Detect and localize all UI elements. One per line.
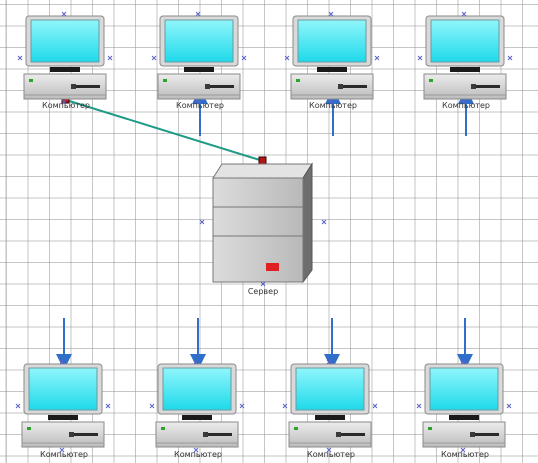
monitor-stand: [182, 415, 212, 420]
drive-slot: [475, 433, 499, 436]
monitor-screen: [297, 19, 367, 63]
computer-label-bottom-2: Компьютер: [174, 450, 222, 459]
monitor-stand: [450, 67, 480, 72]
selection-marker[interactable]: [17, 55, 23, 61]
monitor-screen: [430, 19, 500, 63]
power-led: [29, 79, 33, 82]
connector-line[interactable]: [65, 99, 264, 162]
selection-marker[interactable]: [284, 55, 290, 61]
monitor-screen: [295, 367, 365, 411]
server-selection-markers[interactable]: [199, 219, 327, 287]
drive-slot: [208, 433, 232, 436]
drive-slot: [476, 85, 500, 88]
selection-marker[interactable]: [326, 359, 332, 365]
computer-node-top-3[interactable]: [284, 11, 380, 105]
drive-slot: [341, 433, 365, 436]
drive-slot: [74, 433, 98, 436]
drive-button: [338, 84, 343, 89]
computer-node-bottom-2[interactable]: [149, 359, 245, 453]
power-led: [428, 427, 432, 430]
power-led: [429, 79, 433, 82]
power-led: [163, 79, 167, 82]
selection-marker[interactable]: [506, 403, 512, 409]
selection-marker[interactable]: [328, 99, 334, 105]
computer-label-bottom-4: Компьютер: [441, 450, 489, 459]
computer-node-bottom-3[interactable]: [282, 359, 378, 453]
monitor-screen: [30, 19, 100, 63]
selection-marker[interactable]: [107, 55, 113, 61]
selection-marker[interactable]: [417, 55, 423, 61]
computer-label-top-1: Компьютер: [42, 101, 90, 110]
selection-marker[interactable]: [460, 447, 466, 453]
drive-slot: [210, 85, 234, 88]
monitor-stand: [449, 415, 479, 420]
selection-marker[interactable]: [61, 99, 67, 105]
monitor-stand: [50, 67, 80, 72]
drive-button: [336, 432, 341, 437]
monitor-screen: [162, 367, 232, 411]
monitor-screen: [28, 367, 98, 411]
server-indicator-led: [266, 263, 279, 271]
computer-node-top-2[interactable]: [151, 11, 247, 105]
monitor-stand: [48, 415, 78, 420]
selection-marker[interactable]: [241, 55, 247, 61]
drive-button: [470, 432, 475, 437]
selection-marker[interactable]: [416, 403, 422, 409]
computer-label-top-2: Компьютер: [176, 101, 224, 110]
computer-nodes: [15, 11, 513, 453]
computer-label-bottom-3: Компьютер: [307, 450, 355, 459]
selection-marker[interactable]: [326, 447, 332, 453]
selection-marker[interactable]: [193, 359, 199, 365]
selection-marker[interactable]: [461, 99, 467, 105]
power-led: [27, 427, 31, 430]
monitor-screen: [429, 367, 499, 411]
selection-marker[interactable]: [328, 11, 334, 17]
selection-marker[interactable]: [507, 55, 513, 61]
computer-node-top-4[interactable]: [417, 11, 513, 105]
computer-label-bottom-1: Компьютер: [40, 450, 88, 459]
connector-handle-end[interactable]: [258, 156, 267, 165]
power-led: [294, 427, 298, 430]
server-node[interactable]: [212, 162, 313, 284]
server-label: Сервер: [247, 287, 279, 296]
monitor-stand: [315, 415, 345, 420]
computer-node-bottom-4[interactable]: [416, 359, 512, 453]
drive-button: [205, 84, 210, 89]
drive-button: [71, 84, 76, 89]
drive-button: [471, 84, 476, 89]
selection-marker[interactable]: [105, 403, 111, 409]
drive-slot: [76, 85, 100, 88]
monitor-stand: [184, 67, 214, 72]
drive-slot: [343, 85, 367, 88]
computer-node-bottom-1[interactable]: [15, 359, 111, 453]
monitor-stand: [317, 67, 347, 72]
selection-marker[interactable]: [59, 359, 65, 365]
monitor-screen: [164, 19, 234, 63]
selection-marker[interactable]: [372, 403, 378, 409]
selection-marker[interactable]: [239, 403, 245, 409]
power-led: [161, 427, 165, 430]
selection-marker[interactable]: [15, 403, 21, 409]
selection-marker[interactable]: [460, 359, 466, 365]
computer-label-top-3: Компьютер: [309, 101, 357, 110]
selection-marker[interactable]: [461, 11, 467, 17]
selection-marker[interactable]: [282, 403, 288, 409]
selection-marker[interactable]: [149, 403, 155, 409]
computer-node-top-1[interactable]: [17, 11, 113, 105]
drive-button: [203, 432, 208, 437]
selection-marker[interactable]: [61, 11, 67, 17]
computer-label-top-4: Компьютер: [442, 101, 490, 110]
drive-button: [69, 432, 74, 437]
selection-marker[interactable]: [151, 55, 157, 61]
selection-marker[interactable]: [195, 11, 201, 17]
selection-marker[interactable]: [59, 447, 65, 453]
selection-marker[interactable]: [195, 99, 201, 105]
power-led: [296, 79, 300, 82]
selection-marker[interactable]: [193, 447, 199, 453]
selection-marker[interactable]: [374, 55, 380, 61]
